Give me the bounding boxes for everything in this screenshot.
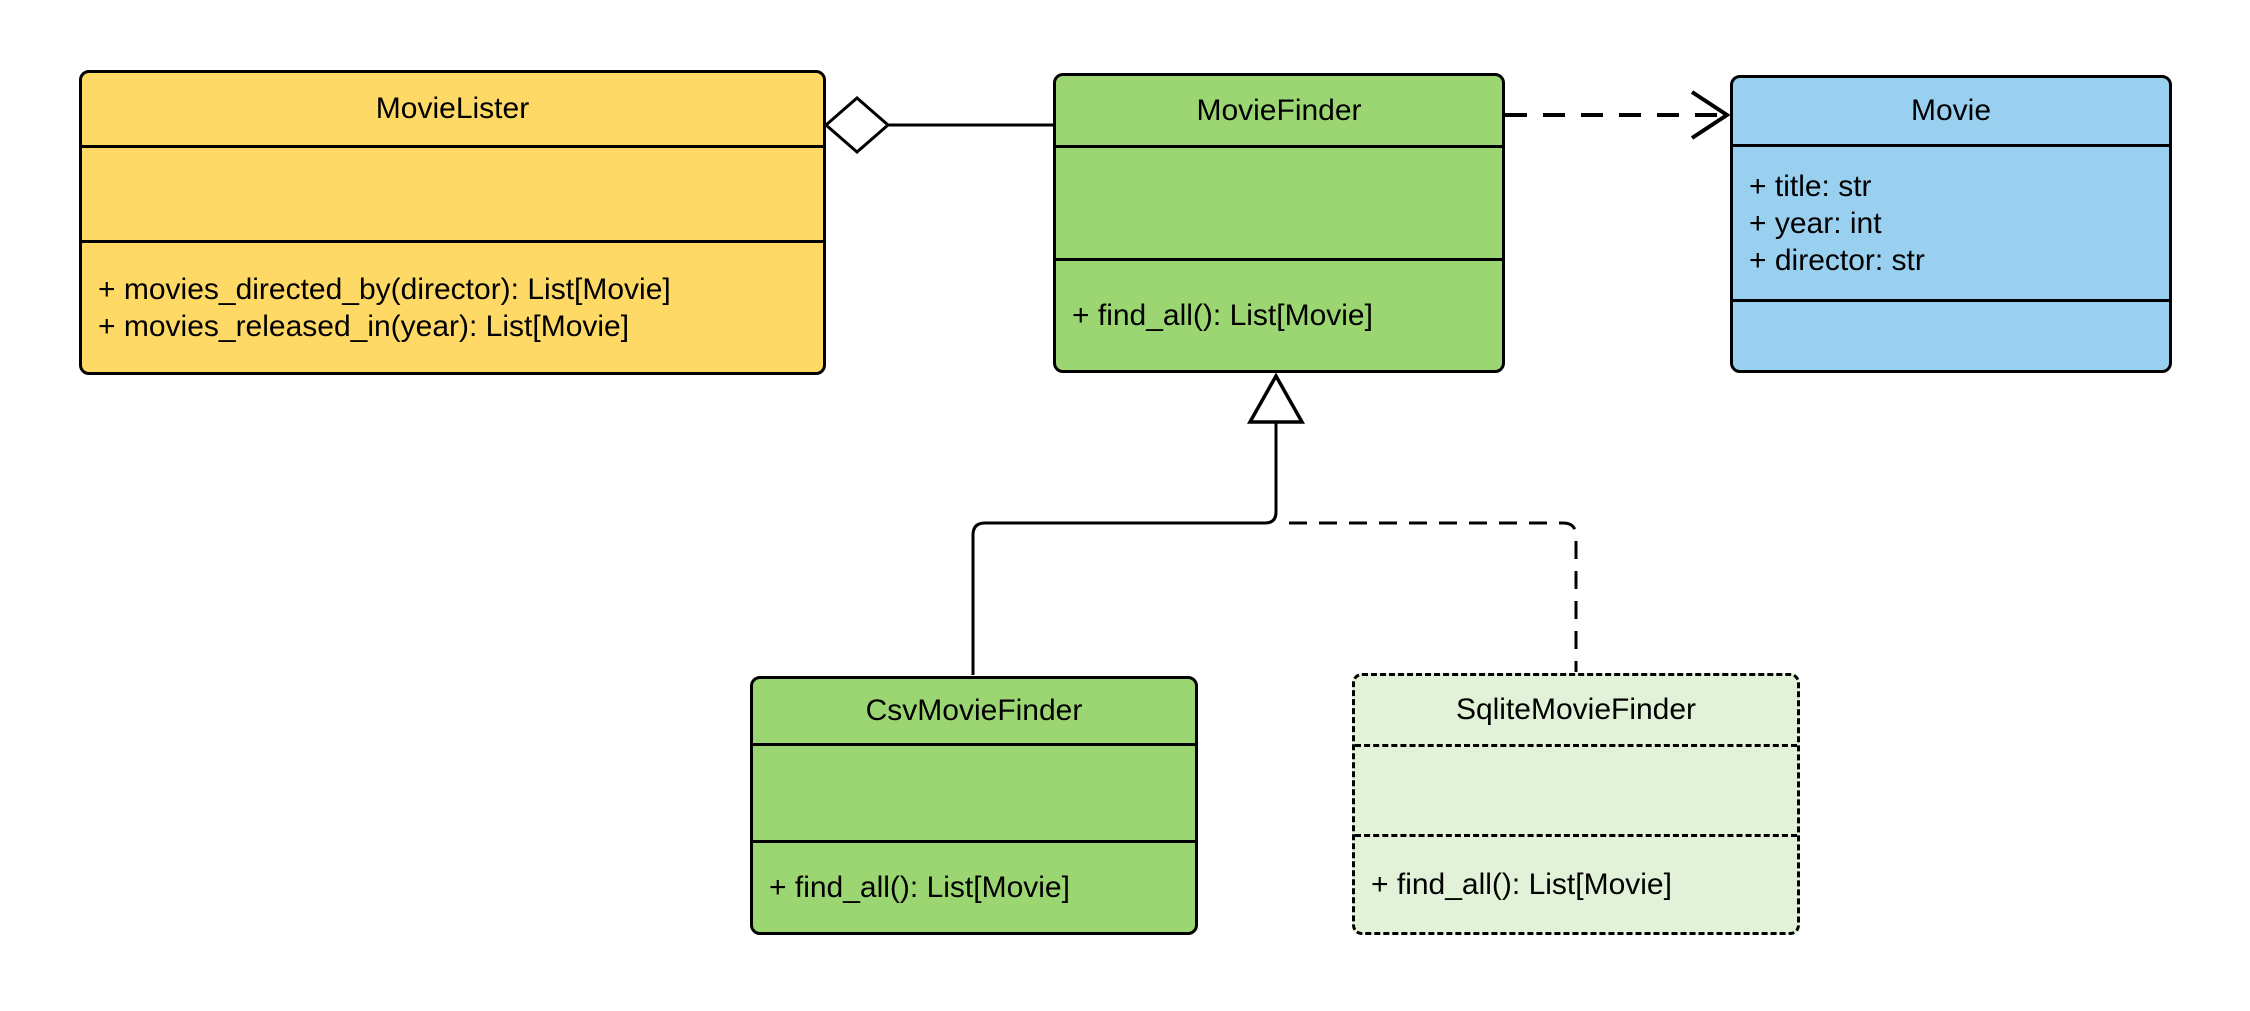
inheritance-connector-solid[interactable] [971, 422, 1278, 675]
methods-section: + find_all(): List[Movie] [1355, 834, 1797, 932]
attributes-section [1355, 744, 1797, 834]
methods-section: + find_all(): List[Movie] [1056, 258, 1502, 370]
attributes-section [82, 145, 823, 240]
method-label: + find_all(): List[Movie] [1072, 299, 1373, 332]
class-title: Movie [1910, 94, 1992, 127]
class-movie[interactable]: Movie + title: str + year: int + directo… [1730, 75, 2172, 373]
methods-section: + movies_directed_by(director): List[Mov… [82, 240, 823, 372]
aggregation-connector[interactable] [823, 96, 1053, 154]
class-moviefinder[interactable]: MovieFinder + find_all(): List[Movie] [1053, 73, 1505, 373]
method-label: + movies_released_in(year): List[Movie] [98, 309, 630, 343]
attribute-label: + title: str [1749, 169, 1872, 203]
dependency-connector[interactable] [1505, 90, 1731, 140]
class-title: MovieLister [375, 92, 530, 125]
hollow-diamond-marker [823, 96, 891, 154]
open-arrowhead-marker [1690, 90, 1731, 140]
attribute-label: + director: str [1749, 243, 1925, 277]
class-sqlitemoviefinder[interactable]: SqliteMovieFinder + find_all(): List[Mov… [1352, 673, 1800, 935]
class-title: MovieFinder [1196, 93, 1362, 127]
hollow-triangle-marker [1247, 372, 1305, 424]
class-title: SqliteMovieFinder [1455, 693, 1697, 726]
attributes-section [753, 743, 1195, 840]
attributes-section [1056, 145, 1502, 258]
attributes-section: + title: str + year: int + director: str [1733, 144, 2169, 299]
class-movielister[interactable]: MovieLister + movies_directed_by(directo… [79, 70, 826, 375]
methods-section [1733, 299, 2169, 370]
class-title: CsvMovieFinder [865, 694, 1083, 727]
inheritance-connector-dashed[interactable] [1289, 521, 1578, 672]
attribute-label: + year: int [1749, 206, 1882, 240]
methods-section: + find_all(): List[Movie] [753, 840, 1195, 932]
method-label: + find_all(): List[Movie] [1371, 868, 1672, 901]
class-csvmoviefinder[interactable]: CsvMovieFinder + find_all(): List[Movie] [750, 676, 1198, 935]
method-label: + movies_directed_by(director): List[Mov… [98, 272, 671, 306]
method-label: + find_all(): List[Movie] [769, 871, 1070, 904]
